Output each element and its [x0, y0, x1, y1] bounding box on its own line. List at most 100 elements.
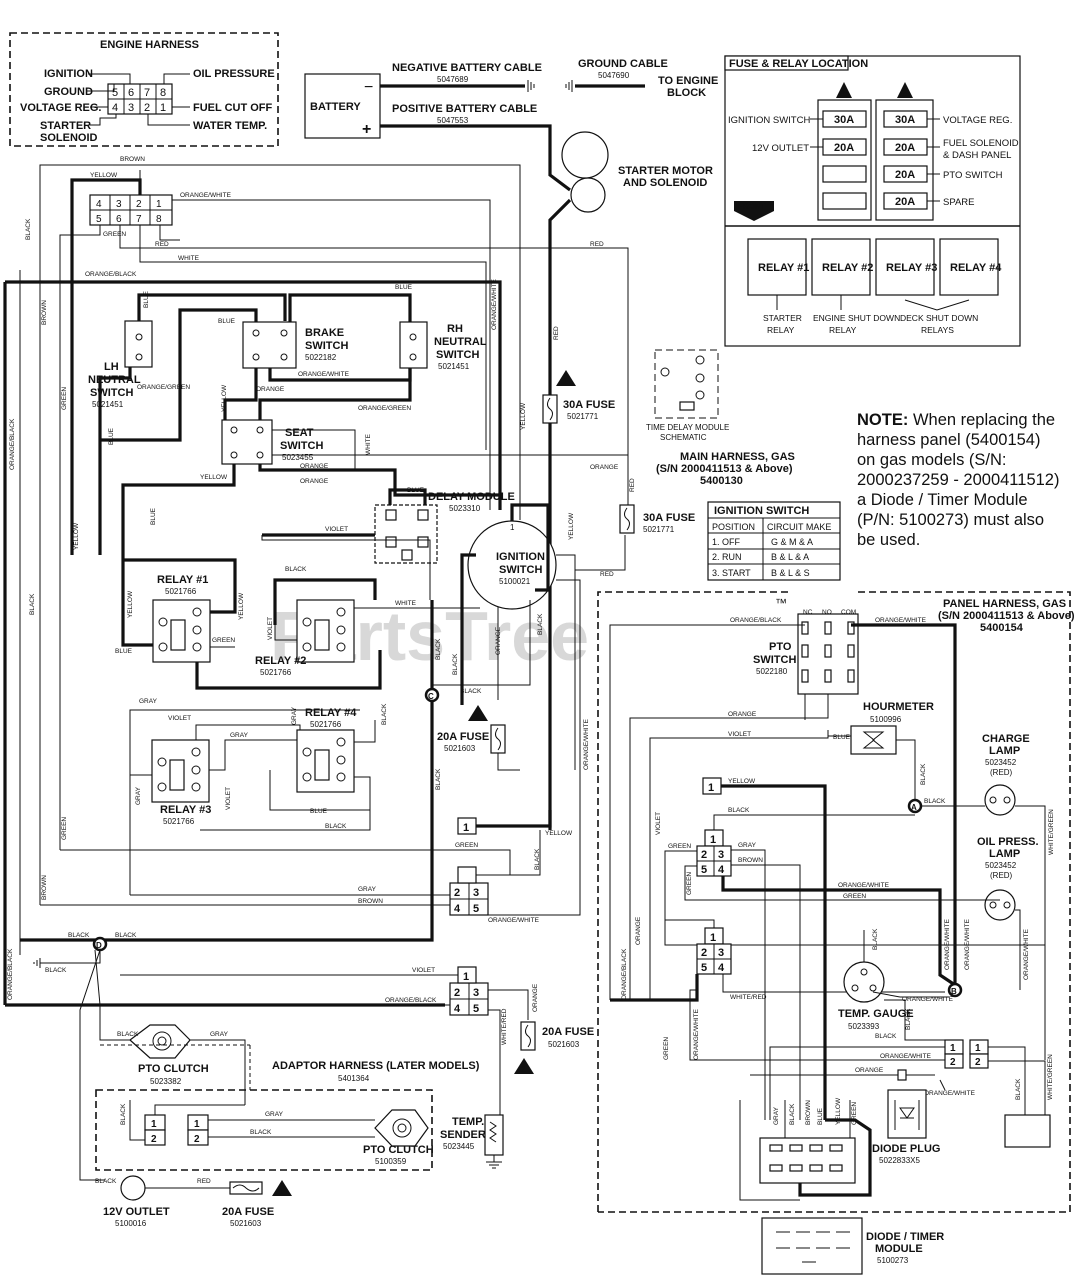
replacement-note: NOTE: When replacing the harness panel (…	[857, 410, 1062, 550]
svg-text:RH: RH	[447, 323, 463, 335]
svg-text:GRAY: GRAY	[135, 786, 142, 805]
svg-text:RELAY #2: RELAY #2	[822, 262, 873, 274]
svg-text:BROWN: BROWN	[358, 898, 383, 905]
svg-text:SWITCH: SWITCH	[436, 349, 479, 361]
svg-text:BLUE: BLUE	[218, 318, 236, 325]
svg-text:STARTER: STARTER	[763, 313, 802, 323]
svg-text:NEUTRAL: NEUTRAL	[434, 336, 487, 348]
svg-text:2. RUN: 2. RUN	[712, 552, 742, 562]
svg-text:BLACK: BLACK	[460, 688, 482, 695]
svg-text:GRAY: GRAY	[773, 1106, 780, 1125]
svg-text:20A: 20A	[895, 142, 915, 154]
svg-text:12V OUTLET: 12V OUTLET	[752, 143, 809, 154]
svg-text:1. OFF: 1. OFF	[712, 537, 741, 547]
pto-clutch-1: PTO CLUTCH 5023382 BLACK GRAY	[100, 1024, 251, 1105]
svg-text:BLUE: BLUE	[150, 507, 157, 525]
svg-text:2: 2	[701, 849, 707, 861]
brake-switch: BRAKE SWITCH 5022182 BLUE BLUE ORANGE OR…	[100, 284, 413, 442]
svg-text:ORANGE/WHITE: ORANGE/WHITE	[583, 718, 590, 770]
svg-text:VIOLET: VIOLET	[225, 787, 232, 810]
svg-text:PTO CLUTCH: PTO CLUTCH	[363, 1144, 434, 1156]
svg-text:20A: 20A	[895, 196, 915, 208]
svg-text:RELAY #4: RELAY #4	[305, 707, 357, 719]
panel-connector-2pin: 1 2 1 2 BLACK ORANGE/WHITE BLACK WHITE/G…	[769, 1033, 1054, 1148]
svg-text:BLACK: BLACK	[29, 593, 36, 615]
svg-text:ORANGE/WHITE: ORANGE/WHITE	[880, 1053, 932, 1060]
svg-text:GREEN: GREEN	[61, 817, 68, 840]
svg-text:5023310: 5023310	[449, 504, 481, 513]
svg-text:4: 4	[454, 903, 461, 915]
svg-text:5: 5	[473, 1003, 479, 1015]
svg-text:BLACK: BLACK	[25, 218, 32, 240]
diode-plug: DIODE PLUG 5022833X5	[872, 1089, 940, 1165]
svg-text:VIOLET: VIOLET	[267, 617, 274, 640]
svg-text:TIME DELAY MODULE: TIME DELAY MODULE	[646, 423, 729, 432]
svg-text:BLACK: BLACK	[789, 1103, 796, 1125]
svg-text:BLUE: BLUE	[407, 487, 425, 494]
svg-text:30A FUSE: 30A FUSE	[643, 512, 695, 524]
svg-text:1: 1	[975, 1043, 981, 1054]
battery: BATTERY − + NEGATIVE BATTERY CABLE 50476…	[304, 58, 718, 192]
svg-text:5: 5	[96, 214, 102, 225]
svg-text:GRAY: GRAY	[265, 1111, 284, 1118]
panel-main-connector: GRAY BLACK BROWN BLUE YELLOW GREEN	[739, 1097, 872, 1201]
svg-text:PANEL HARNESS, GAS: PANEL HARNESS, GAS	[943, 598, 1066, 610]
svg-text:5023382: 5023382	[150, 1077, 182, 1086]
svg-text:5021766: 5021766	[310, 720, 342, 729]
outlet-12v: 12V OUTLET 5100016 BLACK RED 1 20A FUSE …	[95, 1175, 292, 1228]
svg-text:SWITCH: SWITCH	[280, 440, 323, 452]
svg-text:5100359: 5100359	[375, 1157, 407, 1166]
svg-text:VOLTAGE REG.: VOLTAGE REG.	[943, 115, 1012, 126]
svg-text:RELAY: RELAY	[767, 325, 795, 335]
svg-text:2: 2	[151, 1134, 157, 1145]
svg-text:GROUND: GROUND	[44, 86, 93, 98]
svg-text:CHARGE: CHARGE	[982, 733, 1030, 745]
svg-text:BLACK: BLACK	[728, 807, 750, 814]
svg-text:RELAYS: RELAYS	[921, 325, 954, 335]
svg-text:5023445: 5023445	[443, 1142, 475, 1151]
temp-gauge: TEMP. GAUGE 5023393 BLACK BLACK	[838, 928, 945, 1041]
svg-text:ORANGE/GREEN: ORANGE/GREEN	[358, 405, 411, 412]
engine-harness-connector: 5 6 7 8 4 3 2 1	[107, 83, 173, 115]
svg-text:VIOLET: VIOLET	[325, 526, 348, 533]
svg-text:NO: NO	[822, 609, 832, 616]
main-connector-4pin-a: 2 3 4 5 GREEN GRAY BROWN ORANGE/WHITE BL…	[40, 770, 581, 924]
svg-text:ORANGE: ORANGE	[590, 464, 619, 471]
svg-text:DELAY MODULE: DELAY MODULE	[428, 491, 515, 503]
svg-text:20A FUSE: 20A FUSE	[222, 1206, 274, 1218]
svg-text:BLUE: BLUE	[395, 284, 413, 291]
svg-text:1: 1	[279, 1187, 284, 1196]
main-connector-1: 1 YELLOW	[457, 810, 573, 837]
svg-text:BROWN: BROWN	[41, 300, 48, 325]
svg-text:8: 8	[160, 87, 166, 99]
svg-text:GRAY: GRAY	[738, 842, 757, 849]
svg-text:1: 1	[710, 834, 716, 846]
svg-text:BLACK: BLACK	[115, 932, 137, 939]
svg-text:HOURMETER: HOURMETER	[863, 701, 934, 713]
pto-switch: NC NO COM PTO SWITCH 5022180 ORANGE/BLAC…	[609, 609, 957, 1000]
svg-text:ORANGE/WHITE: ORANGE/WHITE	[1023, 928, 1030, 980]
svg-text:TEMP. GAUGE: TEMP. GAUGE	[838, 1008, 914, 1020]
svg-text:1: 1	[463, 822, 469, 834]
svg-text:ORANGE: ORANGE	[495, 626, 502, 655]
svg-text:RED: RED	[600, 571, 614, 578]
svg-text:DIODE PLUG: DIODE PLUG	[872, 1143, 940, 1155]
fuse-30a-2: 30A FUSE 5021771 RED	[619, 478, 695, 534]
svg-text:5047553: 5047553	[437, 116, 469, 125]
svg-text:ORANGE/WHITE: ORANGE/WHITE	[693, 1008, 700, 1060]
svg-text:YELLOW: YELLOW	[545, 830, 573, 837]
svg-text:5: 5	[473, 903, 479, 915]
svg-text:ORANGE/WHITE: ORANGE/WHITE	[902, 996, 954, 1003]
svg-text:BLACK: BLACK	[875, 1033, 897, 1040]
svg-text:5023452: 5023452	[985, 861, 1017, 870]
svg-text:20A: 20A	[895, 169, 915, 181]
relay-4: RELAY #4 5021766 BLUE BLACK GRAY	[200, 706, 376, 831]
svg-text:3. START: 3. START	[712, 568, 751, 578]
svg-text:G & M & A: G & M & A	[771, 537, 813, 547]
svg-text:BLACK: BLACK	[920, 763, 927, 785]
svg-text:D: D	[96, 941, 102, 950]
svg-text:1: 1	[160, 102, 166, 114]
svg-text:BLACK: BLACK	[924, 798, 946, 805]
svg-text:STARTER MOTOR: STARTER MOTOR	[618, 165, 713, 177]
svg-text:1: 1	[841, 89, 846, 98]
